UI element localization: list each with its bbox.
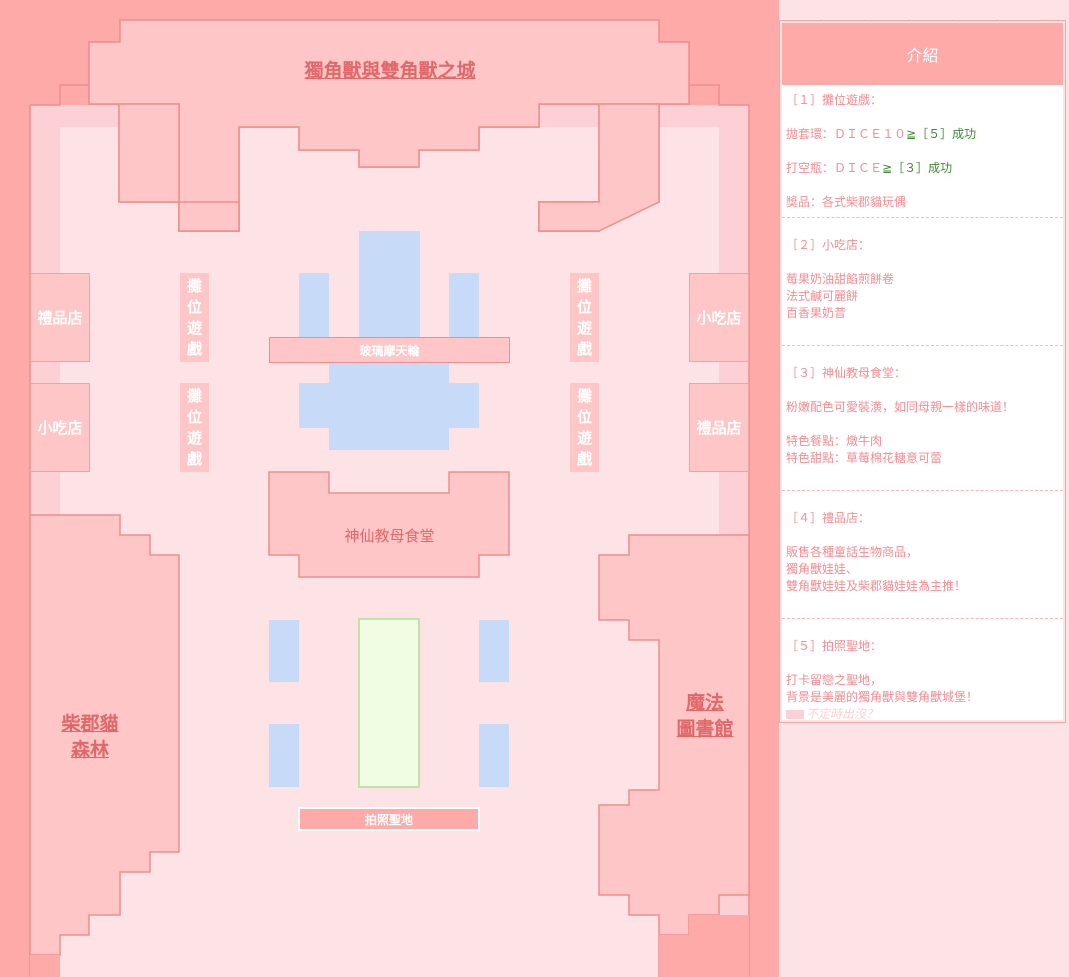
stall-char: 戲 [186, 449, 202, 468]
castle-title[interactable]: 獨角獸與雙角獸之城 [304, 60, 476, 82]
library-label[interactable]: 魔法 圖書館 [676, 692, 734, 740]
section-line: 打卡留戀之聖地， [786, 673, 883, 687]
section-line: 百香果奶昔 [786, 306, 847, 320]
section-restaurant: ［３］神仙教母食堂： 粉嫩配色可愛裝潢，如同母親一樣的味道！ 特色餐點：燉牛肉 … [782, 346, 1063, 491]
castle-main [88, 19, 690, 232]
section-line: 不定時出沒？ [786, 706, 1063, 723]
ferris-wheel-pillar-right [449, 273, 479, 343]
restaurant-label[interactable]: 神仙教母食堂 [344, 527, 435, 545]
stall-char: 戲 [576, 449, 592, 468]
section-line: 法式鹹可麗餅 [786, 289, 859, 303]
section-line: 拋套環：ＤＩＣＥ１０≧［５］成功 [786, 126, 1063, 143]
section-line: 粉嫩配色可愛裝潢，如同母親一樣的味道！ [786, 400, 1015, 414]
section-line: 販售各種童話生物商品， [786, 545, 919, 559]
stall-game-bottom-left[interactable]: 攤位遊戲 [180, 383, 209, 472]
section-line: 雙角獸娃娃及柴郡貓娃娃為主推！ [786, 579, 967, 593]
section-line: 背景是美麗的獨角獸與雙角獸城堡！ [786, 690, 979, 704]
forest-label[interactable]: 柴郡貓 森林 [61, 713, 119, 761]
stall-char: 遊 [186, 428, 202, 447]
park-map: 獨角獸與雙角獸之城 柴郡貓 森林 魔法 圖書館 禮品店 小吃店 小吃店 禮品店 … [0, 0, 779, 977]
panel-body: ［１］攤位遊戲： 拋套環：ＤＩＣＥ１０≧［５］成功 打空瓶：ＤＩＣＥ≧［３］成功… [782, 85, 1063, 729]
stall-char: 遊 [576, 428, 592, 447]
stall-game-bottom-right[interactable]: 攤位遊戲 [570, 383, 599, 472]
section-heading: ［４］禮品店： [786, 511, 871, 525]
stall-char: 攤 [186, 276, 202, 295]
pond-bottom-right [479, 724, 509, 787]
ferris-wheel-base [299, 362, 479, 450]
section-heading: ［１］攤位遊戲： [786, 93, 883, 107]
section-gift-shop: ［４］禮品店： 販售各種童話生物商品， 獨角獸娃娃、 雙角獸娃娃及柴郡貓娃娃為主… [782, 491, 1063, 619]
ferris-wheel-pillar-left [299, 273, 329, 343]
ferris-wheel-label[interactable]: 玻璃摩天輪 [269, 337, 510, 363]
stall-char: 攤 [576, 386, 592, 405]
food-shop-right[interactable]: 小吃店 [689, 273, 749, 362]
forest-building [29, 514, 180, 977]
stall-char: 位 [186, 407, 202, 426]
line-emphasis: ≧［５］ [906, 127, 953, 141]
stall-char: 位 [576, 407, 592, 426]
photo-spot-label[interactable]: 拍照聖地 [298, 807, 480, 831]
restaurant-building [268, 471, 510, 578]
section-heading: ［５］拍照聖地： [786, 639, 883, 653]
line-text: 成功 [928, 161, 953, 175]
panel-title: 介紹 [782, 23, 1063, 85]
stall-char: 戲 [186, 339, 202, 358]
line-text: 打空瓶：ＤＩＣＥ [786, 161, 883, 175]
section-line: 獨角獸娃娃、 [786, 562, 859, 576]
stall-char: 遊 [186, 318, 202, 337]
section-stall-games: ［１］攤位遊戲： 拋套環：ＤＩＣＥ１０≧［５］成功 打空瓶：ＤＩＣＥ≧［３］成功… [782, 85, 1063, 218]
section-line: 莓果奶油甜餡煎餅卷 [786, 272, 895, 286]
line-text: 成功 [952, 127, 977, 141]
stall-char: 遊 [576, 318, 592, 337]
pond-top-left [269, 620, 299, 682]
stall-game-top-left[interactable]: 攤位遊戲 [180, 273, 209, 362]
section-line: 特色餐點：燉牛肉 [786, 434, 883, 448]
stall-game-top-right[interactable]: 攤位遊戲 [570, 273, 599, 362]
section-line: 打空瓶：ＤＩＣＥ≧［３］成功 [786, 160, 1063, 177]
gift-shop-left[interactable]: 禮品店 [30, 273, 90, 362]
line-text: 拋套環：ＤＩＣＥ１０ [786, 127, 907, 141]
library-building [598, 534, 750, 977]
info-panel: 介紹 ［１］攤位遊戲： 拋套環：ＤＩＣＥ１０≧［５］成功 打空瓶：ＤＩＣＥ≧［３… [779, 20, 1066, 723]
hidden-text: 不定時出沒？ [806, 707, 879, 721]
gift-shop-right[interactable]: 禮品店 [689, 383, 749, 472]
lawn [358, 618, 420, 788]
food-shop-left[interactable]: 小吃店 [30, 383, 90, 472]
stall-char: 位 [186, 297, 202, 316]
section-heading: ［３］神仙教母食堂： [786, 366, 907, 380]
pond-top-right [479, 620, 509, 682]
section-line: 特色甜點：草莓棉花糖意可蕾 [786, 451, 943, 465]
line-emphasis: ≧［３］ [882, 161, 929, 175]
stall-char: 攤 [576, 276, 592, 295]
hidden-highlight [786, 710, 804, 719]
section-photo-spot: ［５］拍照聖地： 打卡留戀之聖地， 背景是美麗的獨角獸與雙角獸城堡！ 不定時出沒… [782, 619, 1063, 729]
stall-char: 戲 [576, 339, 592, 358]
panel-tab-strip [779, 0, 1069, 20]
pond-bottom-left [269, 724, 299, 787]
section-line: 獎品：各式柴郡貓玩偶 [786, 195, 907, 209]
stall-char: 位 [576, 297, 592, 316]
stall-char: 攤 [186, 386, 202, 405]
section-heading: ［２］小吃店： [786, 238, 871, 252]
section-snack-shop: ［２］小吃店： 莓果奶油甜餡煎餅卷 法式鹹可麗餅 百香果奶昔 [782, 218, 1063, 346]
